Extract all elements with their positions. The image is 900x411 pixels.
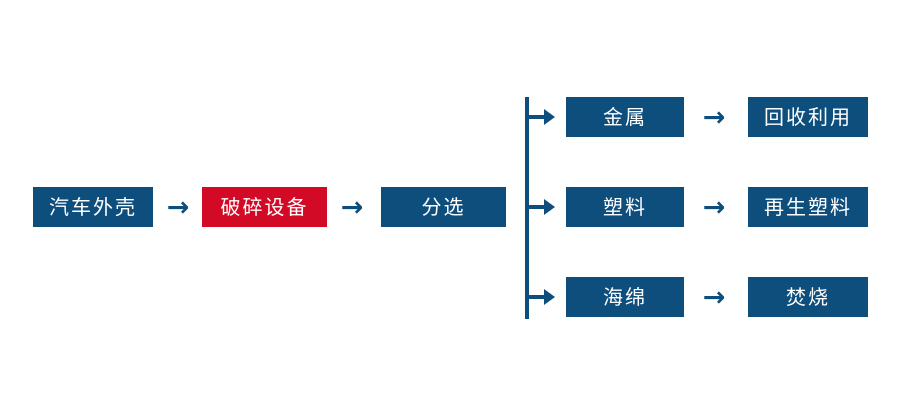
node-label: 海绵 (603, 285, 647, 309)
node-label: 回收利用 (764, 105, 852, 129)
branch-arrowhead-icon-2 (544, 199, 555, 215)
branch-trunk-line (525, 97, 529, 319)
arrow-glyph: → (166, 191, 190, 223)
branch-stub-1 (529, 115, 546, 119)
arrow-right-icon-1: → (163, 193, 193, 221)
node-sorting[interactable]: 分选 (381, 187, 506, 227)
branch-arrowhead-icon-1 (544, 109, 555, 125)
node-label: 汽车外壳 (49, 195, 137, 219)
node-label: 再生塑料 (764, 195, 852, 219)
arrow-right-icon-4: → (698, 193, 730, 221)
node-sponge[interactable]: 海绵 (566, 277, 684, 317)
branch-stub-2 (529, 205, 546, 209)
arrow-glyph: → (340, 191, 364, 223)
node-metal[interactable]: 金属 (566, 97, 684, 137)
branch-arrowhead-icon-3 (544, 289, 555, 305)
arrow-glyph: → (702, 281, 726, 313)
node-plastic[interactable]: 塑料 (566, 187, 684, 227)
node-incineration[interactable]: 焚烧 (748, 277, 868, 317)
arrow-glyph: → (702, 191, 726, 223)
arrow-glyph: → (702, 101, 726, 133)
arrow-right-icon-3: → (698, 103, 730, 131)
arrow-right-icon-2: → (337, 193, 367, 221)
node-label: 焚烧 (786, 285, 830, 309)
node-recycled-plastic[interactable]: 再生塑料 (748, 187, 868, 227)
node-label: 破碎设备 (220, 195, 309, 219)
node-car-shell[interactable]: 汽车外壳 (33, 187, 153, 227)
node-label: 分选 (421, 195, 466, 219)
arrow-right-icon-5: → (698, 283, 730, 311)
node-label: 金属 (603, 105, 647, 129)
node-label: 塑料 (603, 195, 647, 219)
node-shredder-equipment[interactable]: 破碎设备 (202, 187, 327, 227)
node-recycling-reuse[interactable]: 回收利用 (748, 97, 868, 137)
branch-stub-3 (529, 295, 546, 299)
